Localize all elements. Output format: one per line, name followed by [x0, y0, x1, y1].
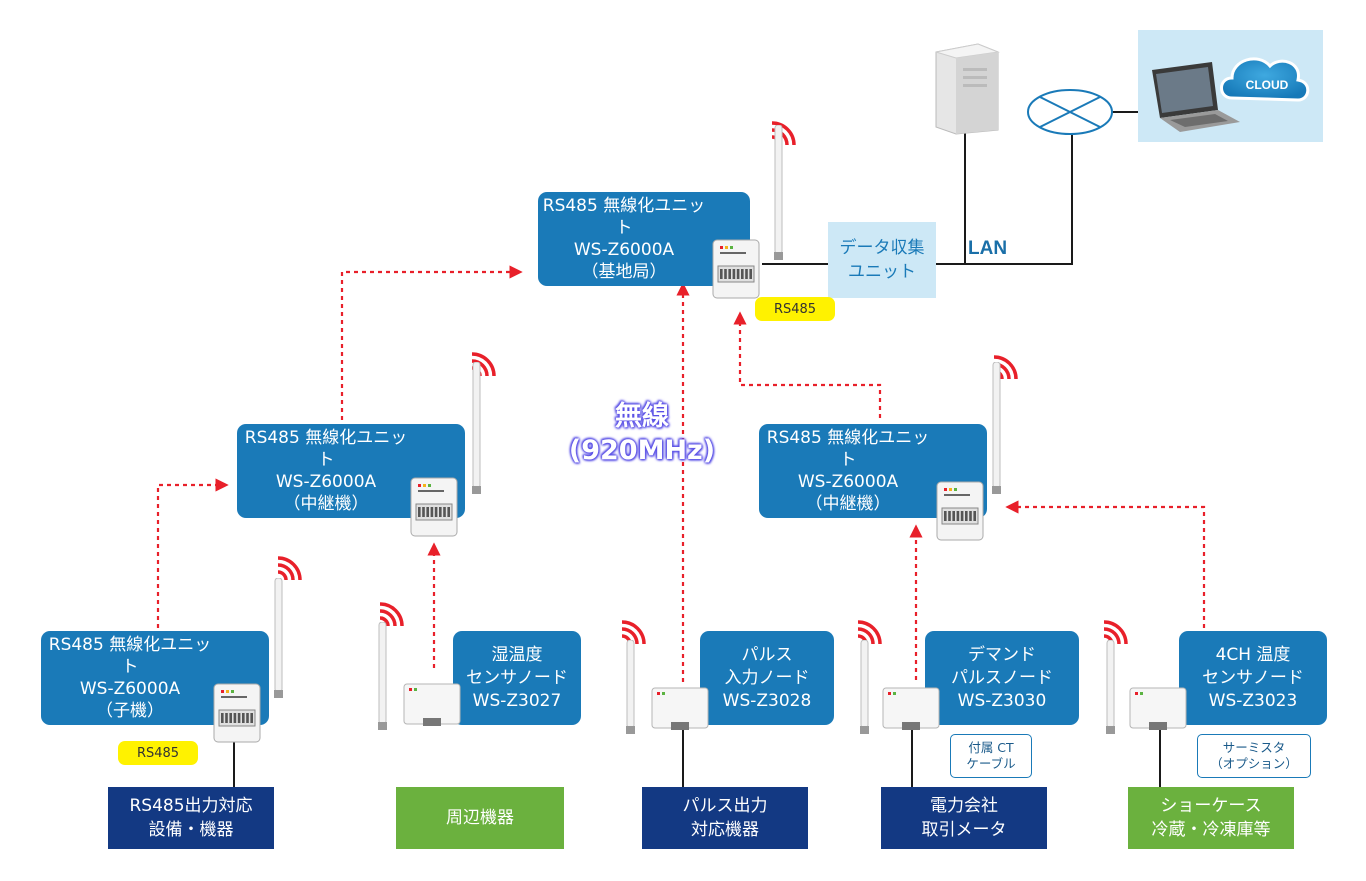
unit-model: WS-Z6000A: [275, 472, 377, 492]
node-line2: 入力ノード: [724, 667, 810, 688]
wireless-label: 無線 (920MHz): [552, 400, 732, 468]
node-temp4ch: 4CH 温度 センサノード WS-Z3023: [1179, 631, 1327, 725]
callout-line2: ケーブル: [966, 756, 1016, 771]
node-line3: WS-Z3023: [1208, 690, 1298, 711]
wifi-signal-icon: [379, 602, 404, 627]
device-pulse-node: [651, 687, 709, 730]
wireless-line1: 無線: [615, 401, 669, 432]
device-cables: [233, 728, 1161, 788]
rs485-tag-top: RS485: [755, 297, 835, 321]
node-line1: 4CH 温度: [1215, 644, 1291, 665]
unit-child: RS485 無線化ユニット WS-Z6000A （子機）: [41, 631, 269, 725]
laptop-icon: [1152, 62, 1240, 132]
node-line1: デマンド: [968, 644, 1036, 665]
node-line1: パルス: [741, 644, 793, 665]
wireless-line2: (920MHz): [568, 435, 716, 466]
callout-line1: サーミスタ: [1222, 740, 1286, 755]
equip-line2: 冷蔵・冷凍庫等: [1151, 820, 1271, 840]
node-pulse: パルス 入力ノード WS-Z3028: [700, 631, 834, 725]
node-line2: センサノード: [466, 667, 568, 688]
unit-model: WS-Z6000A: [797, 472, 899, 492]
antenna-icon: [860, 640, 869, 734]
equip-line1: ショーケース: [1160, 796, 1262, 816]
equip-rs485: RS485出力対応 設備・機器: [108, 787, 274, 849]
device-relay-left: [410, 477, 458, 537]
unit-role: （子機）: [96, 701, 164, 721]
unit-role: （中継機）: [283, 494, 369, 514]
lan-wiring: [762, 111, 1150, 265]
lan-label: LAN: [968, 238, 1008, 259]
device-demand-node: [882, 687, 940, 730]
equip-line2: 対応機器: [691, 820, 759, 840]
equip-line1: パルス出力: [682, 796, 768, 816]
cloud-label: CLOUD: [1245, 78, 1289, 92]
callout-thermistor: サーミスタ （オプション）: [1197, 734, 1311, 778]
server-icon: [935, 43, 1000, 135]
antenna-icon: [992, 362, 1001, 494]
antenna-icon: [472, 362, 481, 494]
node-line3: WS-Z3028: [722, 690, 812, 711]
equip-line1: RS485出力対応: [129, 796, 253, 816]
callout-ct-cable: 付属 CT ケーブル: [950, 734, 1032, 778]
node-line1: 湿温度: [491, 644, 543, 665]
router-icon: [1027, 89, 1113, 135]
device-temp4ch-node: [1129, 687, 1187, 730]
unit-role: （基地局）: [581, 262, 667, 282]
equip-meter: 電力会社 取引メータ: [881, 787, 1047, 849]
unit-name: RS485 無線化ユニット: [48, 635, 212, 677]
unit-model: WS-Z6000A: [573, 240, 675, 260]
node-demand: デマンド パルスノード WS-Z3030: [925, 631, 1079, 725]
antenna-icon: [378, 622, 387, 730]
equip-peripheral: 周辺機器: [396, 787, 564, 849]
callout-line2: （オプション）: [1210, 756, 1298, 771]
cloud-icon: [1220, 57, 1310, 102]
unit-model: WS-Z6000A: [79, 679, 181, 699]
unit-name: RS485 無線化ユニット: [244, 428, 408, 470]
device-humidity-node: [403, 683, 461, 726]
equip-showcase: ショーケース 冷蔵・冷凍庫等: [1128, 787, 1294, 849]
node-line2: パルスノード: [951, 667, 1053, 688]
collector-line1: データ収集: [839, 238, 925, 258]
data-collector-box: データ収集 ユニット: [828, 222, 936, 298]
wireless-arrows: [156, 265, 1206, 682]
wifi-signal-icon: [277, 556, 302, 581]
node-line3: WS-Z3030: [957, 690, 1047, 711]
equip-line2: 取引メータ: [921, 820, 1007, 840]
unit-role: （中継機）: [805, 494, 891, 514]
antenna-icon: [274, 578, 283, 698]
equip-pulse: パルス出力 対応機器: [642, 787, 808, 849]
rs485-tag-bottom: RS485: [118, 741, 198, 765]
callout-line1: 付属 CT: [968, 740, 1014, 755]
node-line2: センサノード: [1202, 667, 1304, 688]
device-base-station: [712, 239, 760, 299]
antenna-icon: [626, 640, 635, 734]
device-relay-right: [936, 481, 984, 541]
equip-line1: 電力会社: [930, 796, 998, 816]
unit-name: RS485 無線化ユニット: [766, 428, 930, 470]
equip-line1: 周辺機器: [446, 808, 514, 828]
unit-name: RS485 無線化ユニット: [542, 196, 706, 238]
antenna-icon: [1106, 640, 1115, 734]
collector-line2: ユニット: [848, 262, 916, 282]
device-child: [213, 683, 261, 743]
antenna-icon: [774, 125, 783, 260]
node-line3: WS-Z3027: [472, 690, 562, 711]
node-humidity: 湿温度 センサノード WS-Z3027: [453, 631, 581, 725]
equip-line2: 設備・機器: [148, 820, 234, 840]
